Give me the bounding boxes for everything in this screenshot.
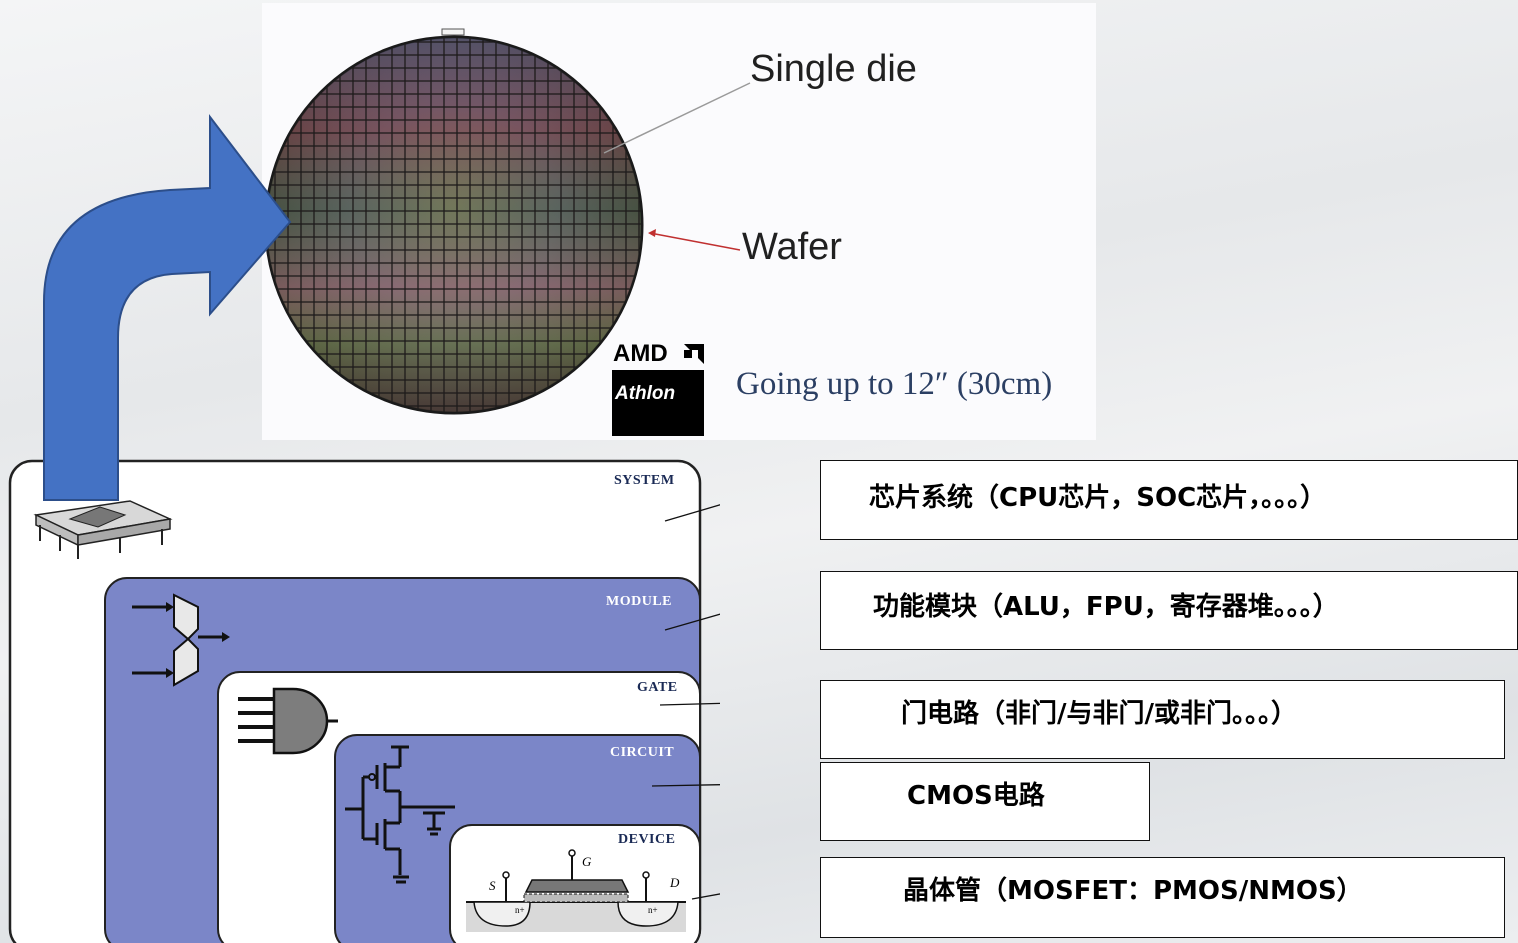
device-leader-line	[691, 893, 720, 900]
system-description-text: 芯片系统（CPU芯片，SOC芯片，。。。）	[869, 483, 1327, 513]
single-die-label: Single die	[750, 48, 917, 90]
gate-leader-line	[659, 702, 720, 706]
gate-description-text: 门电路（非门/与非门/或非门。。。）	[901, 699, 1297, 729]
source-doping-label: n+	[515, 905, 525, 915]
and-gate-icon	[238, 687, 338, 755]
wafer-label: Wafer	[742, 226, 842, 268]
system-description-box: 芯片系统（CPU芯片，SOC芯片，。。。）	[820, 460, 1518, 540]
wafer-size-caption: Going up to 12″ (30cm)	[736, 366, 1053, 402]
level-label-system: SYSTEM	[614, 473, 675, 488]
circuit-leader-line	[651, 784, 720, 787]
wafer-pointer	[649, 232, 741, 251]
module-description-box: 功能模块（ALU，FPU，寄存器堆。。。）	[820, 571, 1518, 650]
device-description-box: 晶体管（MOSFET：PMOS/NMOS）	[820, 857, 1505, 938]
level-label-circuit: CIRCUIT	[610, 745, 675, 760]
level-label-gate: GATE	[637, 680, 678, 695]
curved-up-arrow-icon	[43, 114, 292, 501]
mosfet-cross-section-icon	[466, 849, 686, 932]
hierarchy-diagram	[8, 459, 720, 943]
chip-package-icon	[33, 500, 173, 559]
wafer-image	[264, 28, 751, 415]
module-description-text: 功能模块（ALU，FPU，寄存器堆。。。）	[873, 592, 1339, 622]
gate-terminal-label: G	[582, 854, 592, 869]
amd-logo: AMD	[613, 340, 668, 367]
drain-doping-label: n+	[648, 905, 658, 915]
source-terminal-label: S	[489, 878, 496, 893]
module-leader-line	[664, 613, 720, 631]
amd-arrow-icon	[684, 344, 704, 364]
level-label-module: MODULE	[606, 594, 672, 609]
cmos-inverter-icon	[345, 745, 455, 884]
drain-terminal-label: D	[670, 875, 680, 890]
single-die-pointer	[603, 82, 751, 154]
athlon-logo-text: Athlon	[615, 383, 676, 404]
gate-description-box: 门电路（非门/与非门/或非门。。。）	[820, 680, 1505, 759]
device-description-text: 晶体管（MOSFET：PMOS/NMOS）	[903, 876, 1363, 906]
multiplexer-icon	[132, 593, 230, 687]
level-label-device: DEVICE	[618, 832, 676, 847]
circuit-description-box: CMOS电路	[820, 762, 1150, 841]
system-leader-line	[664, 504, 720, 522]
circuit-description-text: CMOS电路	[907, 781, 1045, 811]
athlon-logo: Athlon	[612, 370, 704, 436]
